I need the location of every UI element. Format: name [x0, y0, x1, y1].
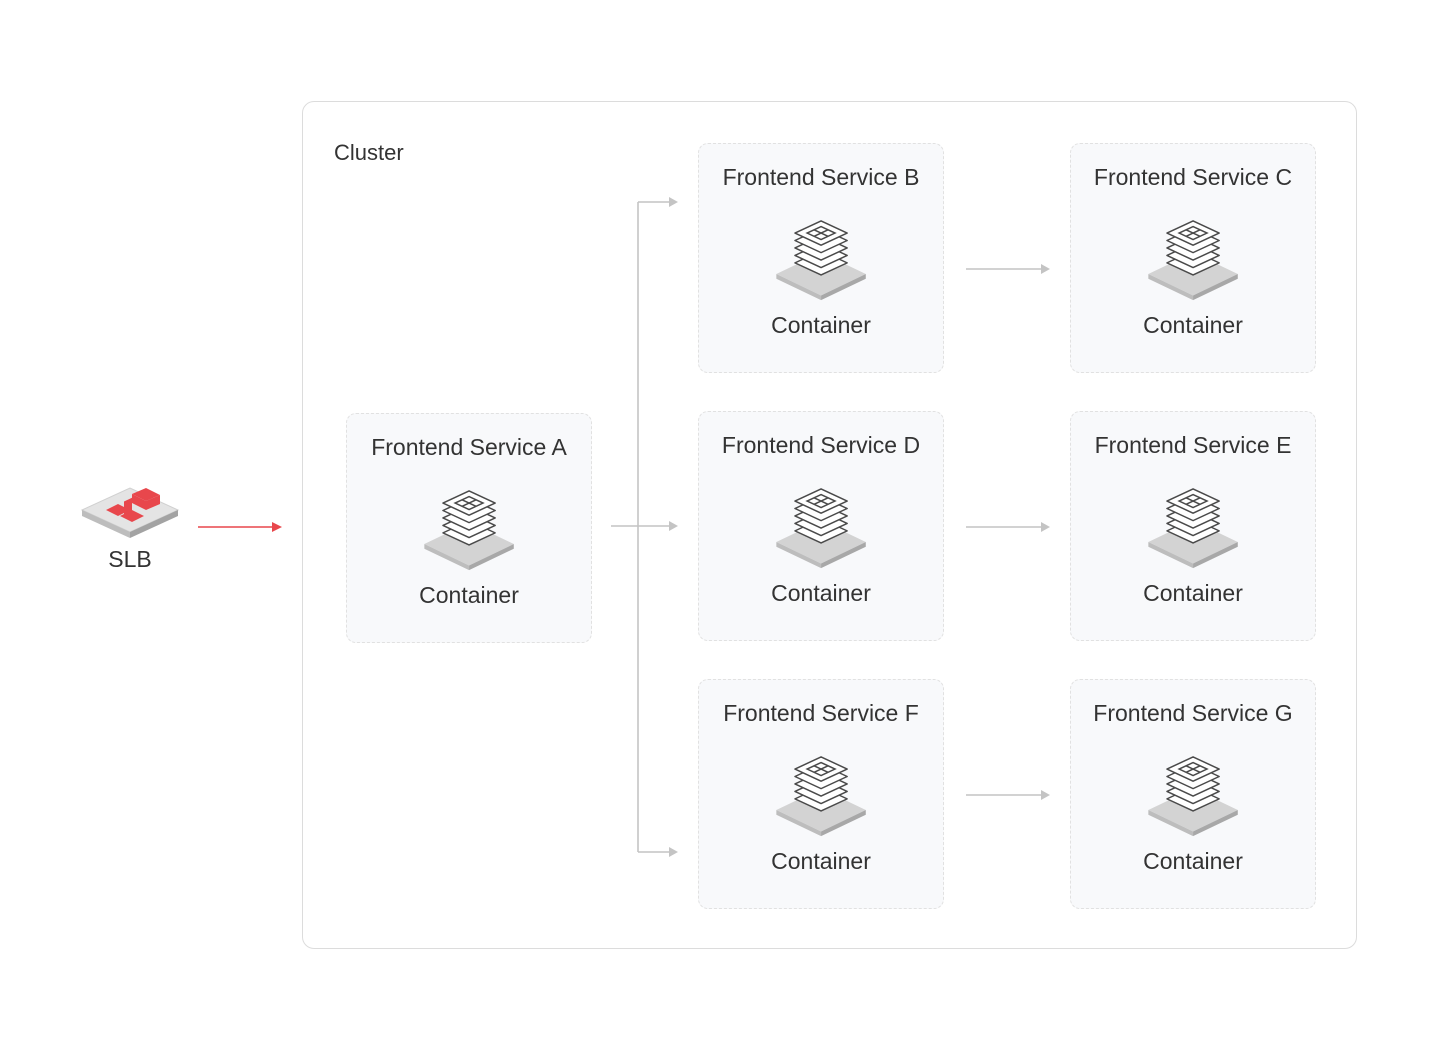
service-title: Frontend Service A [371, 434, 567, 460]
service-title: Frontend Service E [1094, 432, 1292, 458]
slb-to-cluster-arrow [198, 522, 282, 532]
service-card-e: Frontend Service E Container [1070, 411, 1316, 641]
service-title: Frontend Service F [723, 700, 919, 726]
d-to-e-arrow [966, 522, 1050, 532]
slb-label: SLB [108, 546, 152, 572]
load-balancer-icon [80, 487, 180, 538]
service-title: Frontend Service G [1093, 700, 1293, 726]
service-subtitle: Container [419, 582, 519, 608]
service-card-b: Frontend Service B Container [698, 143, 944, 373]
service-card-c: Frontend Service C Container [1070, 143, 1316, 373]
service-subtitle: Container [771, 580, 871, 606]
service-subtitle: Container [771, 848, 871, 874]
arrow-head [669, 197, 678, 207]
arrow-head [669, 847, 678, 857]
service-subtitle: Container [1143, 848, 1243, 874]
b-to-c-arrow [966, 264, 1050, 274]
cluster-label: Cluster [334, 140, 404, 165]
service-title: Frontend Service D [721, 432, 921, 458]
service-card-f: Frontend Service F Container [698, 679, 944, 909]
f-to-g-arrow [966, 790, 1050, 800]
service-subtitle: Container [771, 312, 871, 338]
arrow-head [669, 521, 678, 531]
service-subtitle: Container [1143, 580, 1243, 606]
service-title: Frontend Service C [1093, 164, 1293, 190]
service-card-d: Frontend Service D Container [698, 411, 944, 641]
fanout-connector [611, 201, 670, 853]
service-card-g: Frontend Service G Container [1070, 679, 1316, 909]
service-title: Frontend Service B [722, 164, 920, 190]
service-card-a: Frontend Service A Container [346, 413, 592, 643]
service-subtitle: Container [1143, 312, 1243, 338]
